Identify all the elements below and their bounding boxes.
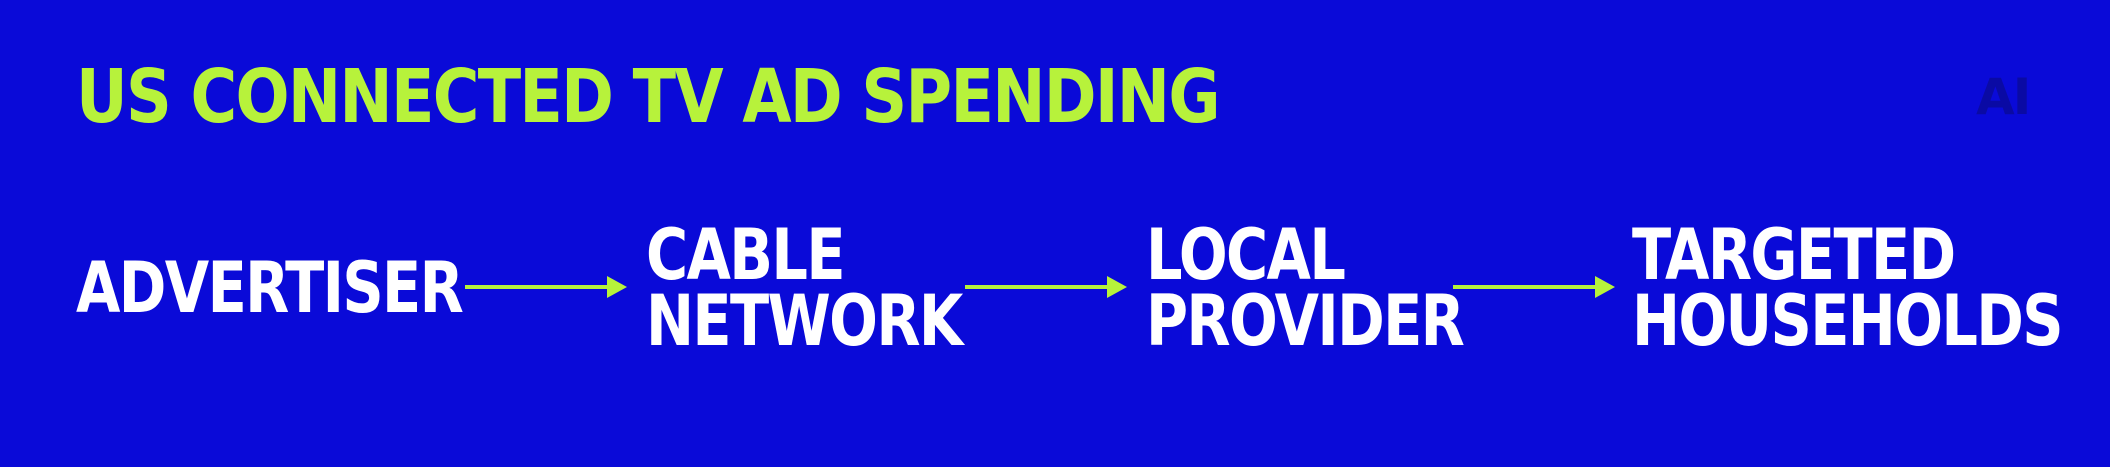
arrow-right-icon	[1453, 276, 1615, 298]
node-advertiser: ADVERTISER	[76, 247, 464, 329]
diagram-title: US CONNECTED TV AD SPENDING	[76, 54, 1221, 140]
arrow-right-icon	[965, 276, 1127, 298]
node-label-line1: LOCAL	[1146, 214, 1346, 296]
brand-logo: AI	[1976, 68, 2031, 126]
node-label-line1: TARGETED	[1632, 214, 1956, 296]
arrow-right-icon	[465, 276, 627, 298]
flow-arrow	[1453, 276, 1615, 298]
node-targeted-households: TARGETED HOUSEHOLDS	[1632, 214, 2064, 362]
node-local-provider: LOCAL PROVIDER	[1146, 214, 1465, 362]
node-label-line2: NETWORK	[646, 280, 963, 362]
node-label: ADVERTISER	[76, 247, 464, 329]
node-label-line1: CABLE	[646, 214, 846, 296]
node-label-line2: HOUSEHOLDS	[1632, 280, 2064, 362]
node-cable-network: CABLE NETWORK	[646, 214, 963, 362]
flow-arrow	[465, 276, 627, 298]
flow-arrow	[965, 276, 1127, 298]
node-label-line2: PROVIDER	[1146, 280, 1465, 362]
